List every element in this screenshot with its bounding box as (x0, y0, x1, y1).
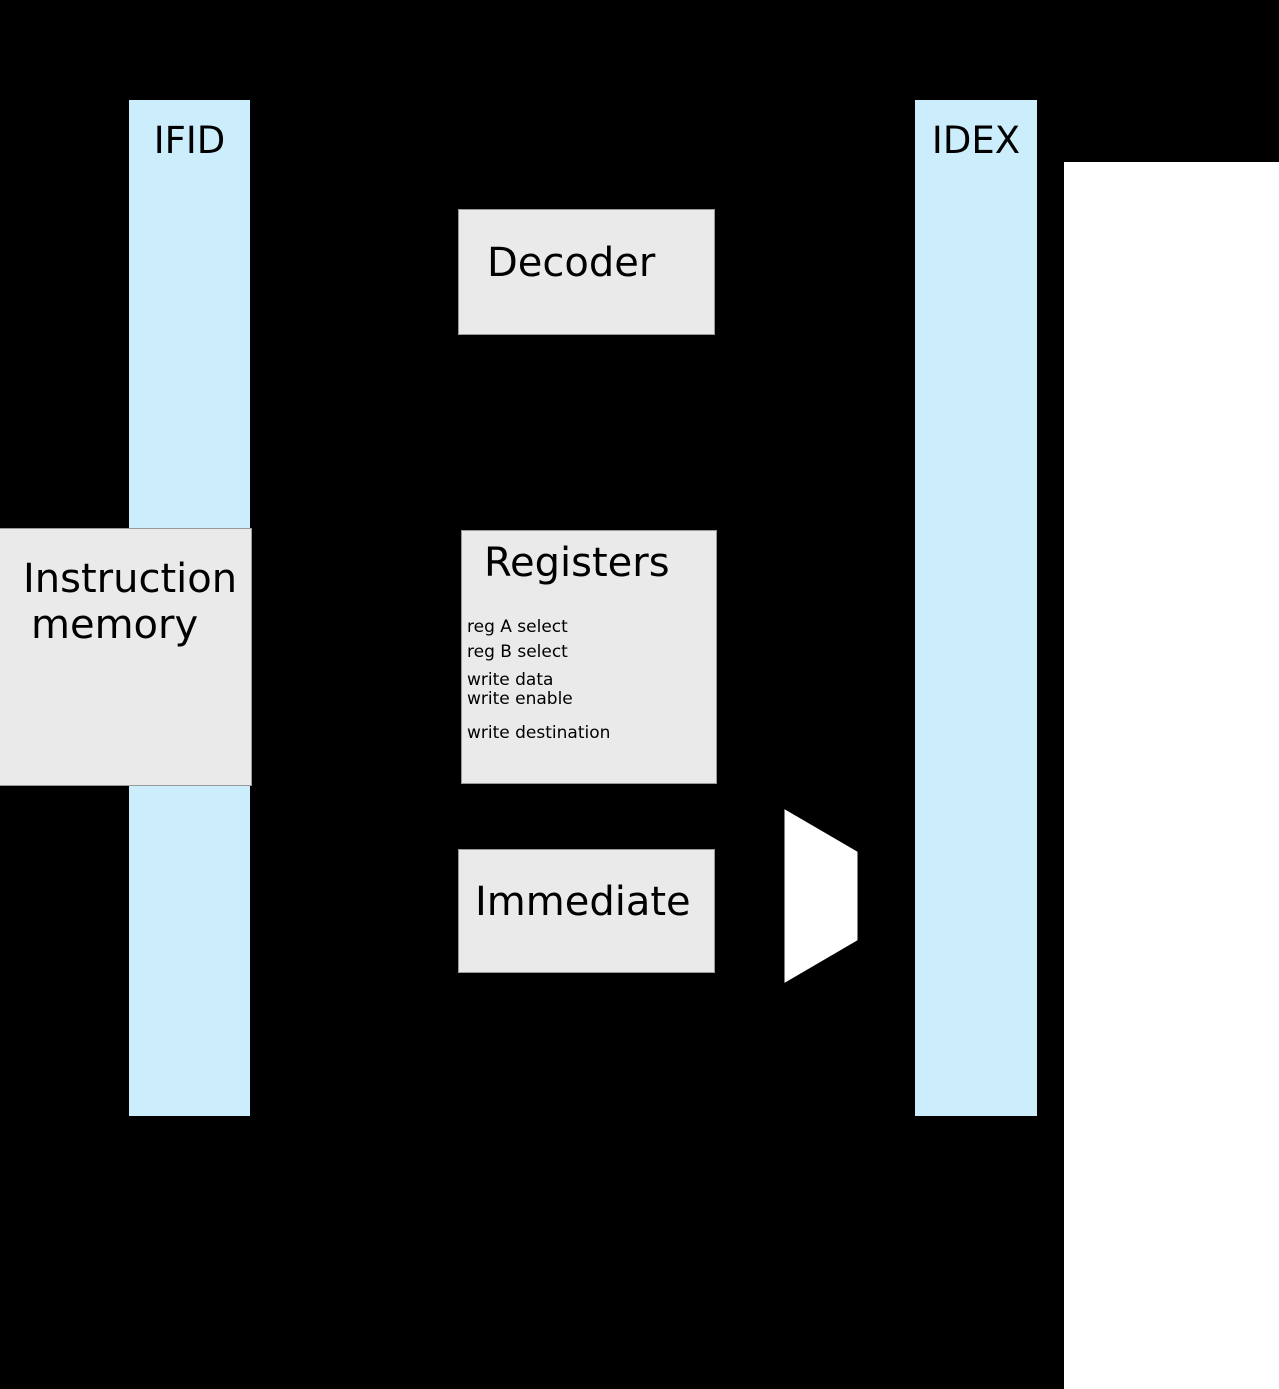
block-instruction-memory-title-line1: Instruction (23, 556, 238, 602)
port-label-write-enable: write enable (467, 689, 573, 709)
port-label-reg-b-select: reg B select (467, 642, 568, 662)
pipeline-register-idex-label: IDEX (931, 119, 1021, 162)
pipeline-register-ifid-label: IFID (153, 119, 226, 162)
port-label-reg-a-select: reg A select (467, 617, 568, 637)
block-immediate[interactable]: Immediate (458, 849, 715, 973)
multiplexer-shape (784, 809, 858, 983)
multiplexer[interactable] (783, 808, 861, 984)
block-instruction-memory-title-line2: memory (31, 602, 199, 648)
port-label-write-destination: write destination (467, 723, 611, 743)
block-instruction-memory[interactable]: Instruction memory (0, 528, 252, 786)
pipeline-register-idex[interactable]: IDEX (914, 99, 1038, 1117)
block-immediate-title: Immediate (475, 879, 691, 925)
block-registers-title: Registers (484, 540, 670, 586)
block-registers[interactable]: Registers reg A select reg B select writ… (461, 530, 717, 784)
block-decoder[interactable]: Decoder (458, 209, 715, 335)
white-panel-region (1064, 162, 1279, 1389)
block-decoder-title: Decoder (487, 240, 656, 286)
port-label-write-data: write data (467, 670, 554, 690)
